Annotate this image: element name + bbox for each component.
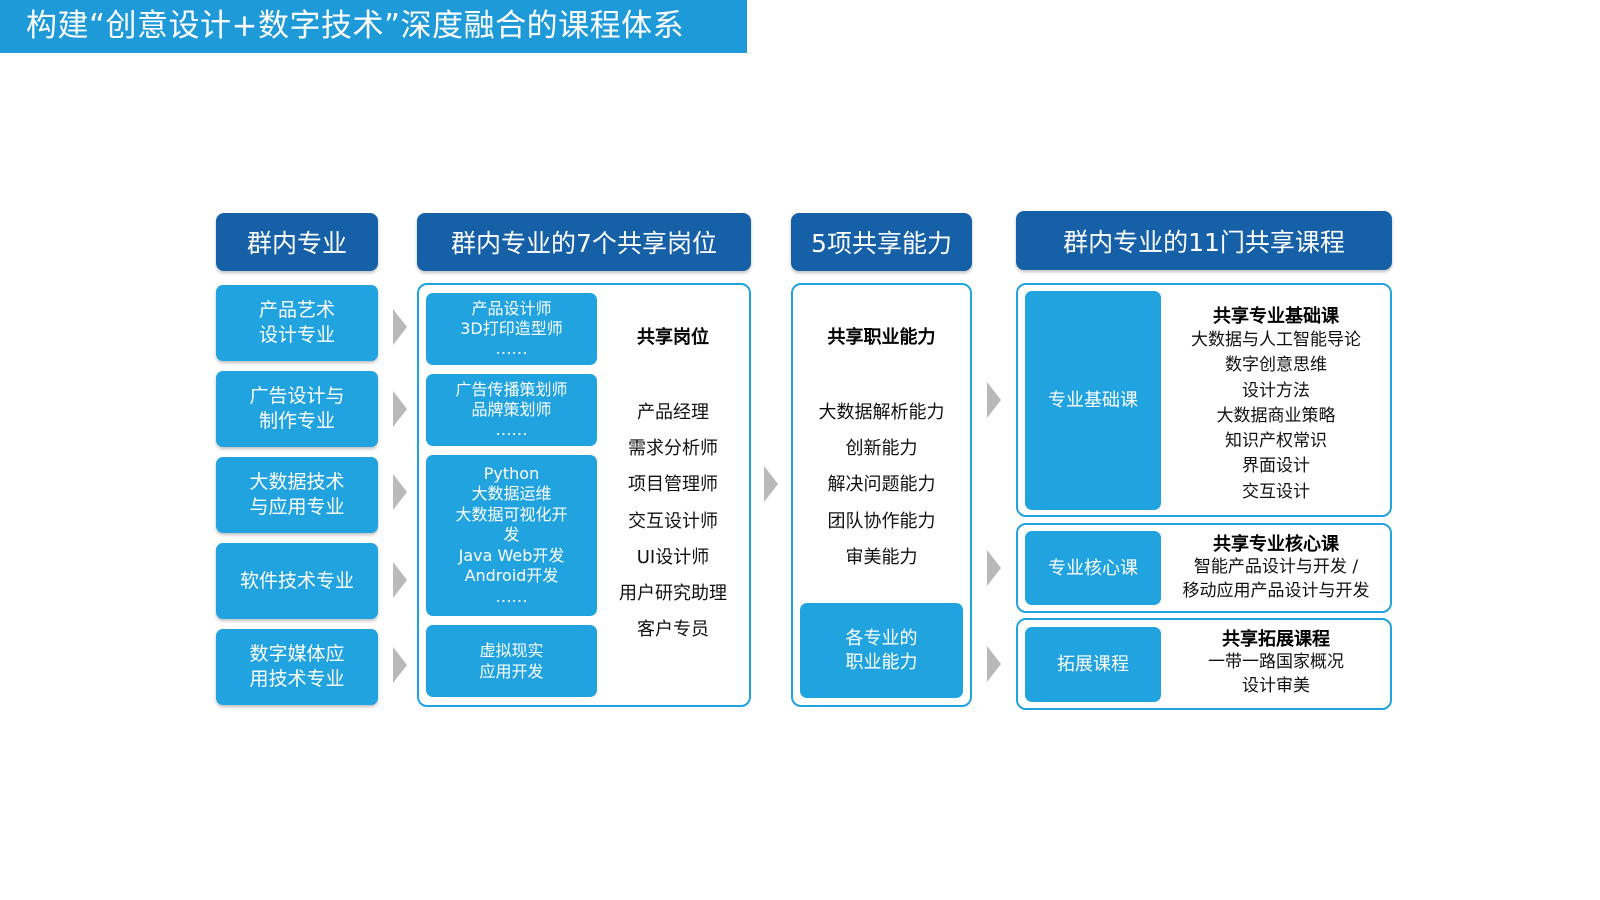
header-courses: 群内专业的11门共享课程 <box>1016 211 1392 270</box>
major-product-art: 产品艺术 设计专业 <box>216 285 378 361</box>
header-positions: 群内专业的7个共享岗位 <box>417 213 751 271</box>
tile-line: Python <box>483 463 540 483</box>
major-label-line: 制作专业 <box>258 410 335 432</box>
page-title: 构建“创意设计+数字技术”深度融合的课程体系 <box>0 0 747 53</box>
arrow-right-icon <box>393 391 407 427</box>
tile-line: 大数据运维 <box>471 484 552 504</box>
list-item: UI设计师 <box>636 546 710 568</box>
shared-abilities-title: 共享职业能力 <box>827 327 936 348</box>
major-label-line: 广告设计与 <box>249 385 345 407</box>
tile-line: 产品设计师 <box>471 299 552 318</box>
major-digital-media: 数字媒体应 用技术专业 <box>216 629 378 705</box>
list-item: 用户研究助理 <box>619 583 727 605</box>
core-courses-list: 智能产品设计与开发 / 移动应用产品设计与开发 <box>1166 555 1386 603</box>
position-tile-vr: 虚拟现实 应用开发 <box>426 625 597 697</box>
tile-line: 发 <box>503 525 520 545</box>
tile-line: Java Web开发 <box>458 545 565 565</box>
arrow-right-icon <box>987 646 1001 682</box>
position-tile-product: 产品设计师 3D打印造型师 …… <box>426 293 597 365</box>
shared-abilities-list: 大数据解析能力 创新能力 解决问题能力 团队协作能力 审美能力 <box>793 395 970 576</box>
major-label-line: 大数据技术 <box>249 471 345 493</box>
position-tile-advertising: 广告传播策划师 品牌策划师 …… <box>426 374 597 446</box>
list-item: 知识产权常识 <box>1225 431 1327 452</box>
shared-positions-list: 产品经理 需求分析师 项目管理师 交互设计师 UI设计师 用户研究助理 客户专员 <box>601 395 745 648</box>
list-item: 创新能力 <box>845 438 918 460</box>
ext-courses-list: 一带一路国家概况 设计审美 <box>1166 650 1386 698</box>
list-item: 设计审美 <box>1242 676 1310 696</box>
list-item: 产品经理 <box>637 402 709 423</box>
position-tile-tech: Python 大数据运维 大数据可视化开 发 Java Web开发 Androi… <box>426 455 597 616</box>
tile-line: 职业能力 <box>845 651 918 673</box>
major-abilities-tile: 各专业的 职业能力 <box>800 603 963 698</box>
major-label-line: 与应用专业 <box>249 496 345 518</box>
list-item: 项目管理师 <box>628 474 718 496</box>
core-courses-tile: 专业核心课 <box>1025 531 1161 605</box>
major-advertising: 广告设计与 制作专业 <box>216 371 378 447</box>
list-item: 大数据与人工智能导论 <box>1191 330 1361 350</box>
tile-line: 各专业的 <box>845 627 918 649</box>
list-item: 移动应用产品设计与开发 <box>1182 581 1370 601</box>
major-label-line: 产品艺术 <box>258 299 335 321</box>
arrow-right-icon <box>987 382 1001 418</box>
major-label-line: 数字媒体应 <box>249 643 345 665</box>
list-item: 智能产品设计与开发 / <box>1193 557 1359 577</box>
list-item: 需求分析师 <box>628 438 718 460</box>
tile-line: 应用开发 <box>479 662 544 681</box>
list-item: 团队协作能力 <box>827 510 936 532</box>
list-item: 大数据商业策略 <box>1216 405 1336 426</box>
tile-line: …… <box>495 339 528 358</box>
major-label-line: 设计专业 <box>258 324 335 346</box>
tile-line: Android开发 <box>464 566 559 586</box>
arrow-right-icon <box>393 647 407 683</box>
tile-line: 品牌策划师 <box>471 400 552 419</box>
ext-courses-title: 共享拓展课程 <box>1222 629 1330 650</box>
list-item: 客户专员 <box>637 619 709 641</box>
basic-courses-tile: 专业基础课 <box>1025 291 1161 510</box>
ext-courses-tile: 拓展课程 <box>1025 627 1161 702</box>
list-item: 设计方法 <box>1242 380 1310 401</box>
basic-courses-title: 共享专业基础课 <box>1213 306 1339 327</box>
header-majors: 群内专业 <box>216 213 378 271</box>
header-abilities: 5项共享能力 <box>791 213 972 271</box>
list-item: 审美能力 <box>845 546 918 568</box>
list-item: 一带一路国家概况 <box>1208 652 1344 672</box>
major-big-data: 大数据技术 与应用专业 <box>216 457 378 533</box>
arrow-right-icon <box>393 474 407 510</box>
tile-line: 大数据可视化开 <box>455 504 568 524</box>
list-item: 数字创意思维 <box>1225 355 1327 376</box>
tile-line: …… <box>495 586 528 606</box>
arrow-right-icon <box>393 562 407 598</box>
core-courses-title: 共享专业核心课 <box>1213 534 1339 555</box>
list-item: 解决问题能力 <box>827 474 936 496</box>
list-item: 界面设计 <box>1242 456 1310 477</box>
list-item: 大数据解析能力 <box>818 402 945 423</box>
list-item: 交互设计师 <box>628 510 718 532</box>
arrow-right-icon <box>764 466 778 502</box>
tile-line: 虚拟现实 <box>479 641 544 660</box>
major-label-line: 用技术专业 <box>249 668 345 690</box>
tile-line: …… <box>495 420 528 439</box>
tile-line: 广告传播策划师 <box>455 380 568 399</box>
basic-courses-list: 大数据与人工智能导论 数字创意思维 设计方法 大数据商业策略 知识产权常识 界面… <box>1166 328 1386 505</box>
shared-positions-title: 共享岗位 <box>637 327 709 348</box>
major-software: 软件技术专业 <box>216 543 378 619</box>
arrow-right-icon <box>393 309 407 345</box>
list-item: 交互设计 <box>1242 481 1310 502</box>
major-label-line: 软件技术专业 <box>239 569 354 592</box>
tile-line: 3D打印造型师 <box>460 319 563 338</box>
arrow-right-icon <box>987 550 1001 586</box>
